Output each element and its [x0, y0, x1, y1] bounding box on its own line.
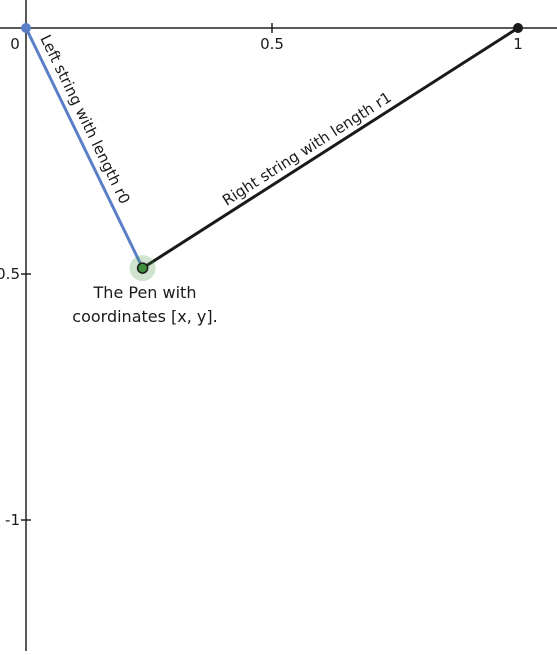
pen-point[interactable] — [136, 262, 149, 274]
y-tick-label: -0.5 — [0, 265, 20, 283]
left-anchor-point[interactable] — [21, 23, 31, 33]
y-ticks: -0.5 -1 — [0, 265, 31, 529]
pen-label-line-1: The Pen with — [93, 283, 197, 302]
right-string — [141, 26, 519, 270]
x-tick-label: 1 — [513, 35, 523, 53]
left-string-label: Left string with length r0 — [36, 32, 133, 207]
x-tick-label: 0 — [10, 35, 20, 53]
right-string-label: Right string with length r1 — [219, 88, 395, 209]
y-tick-label: -1 — [5, 511, 20, 529]
pen-label-line-2: coordinates [x, y]. — [72, 307, 217, 326]
x-tick-label: 0.5 — [260, 35, 284, 53]
right-anchor-point[interactable] — [513, 23, 523, 33]
left-string — [24, 27, 144, 269]
